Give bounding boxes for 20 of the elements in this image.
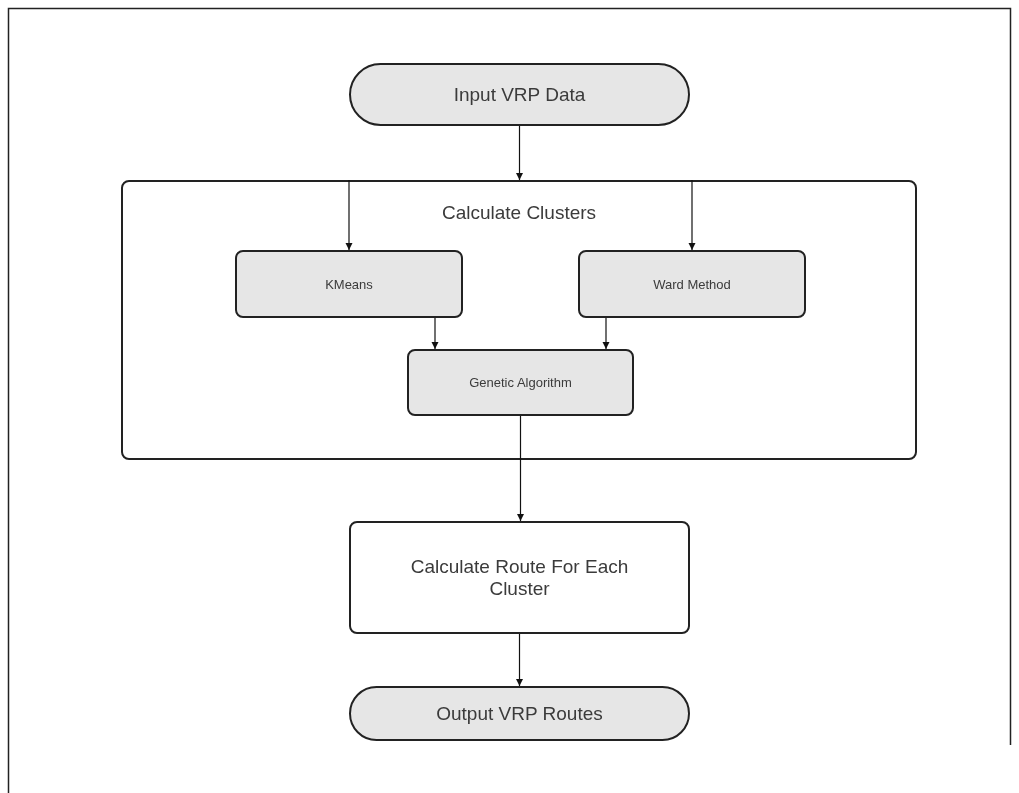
arrow — [516, 125, 523, 181]
arrow — [345, 179, 353, 251]
terminator-pill — [349, 686, 690, 741]
node-label: Ward Method — [653, 276, 731, 292]
process-box — [349, 521, 690, 634]
node-label: Genetic Algorithm — [469, 375, 572, 390]
group-container — [121, 180, 917, 460]
node-label: Output VRP Routes — [436, 702, 603, 725]
arrow — [516, 633, 523, 687]
node-label: Input VRP Data — [453, 83, 586, 106]
arrow — [517, 415, 524, 522]
process-box — [407, 349, 634, 416]
arrow — [602, 317, 610, 350]
arrow — [688, 179, 696, 251]
process-box — [578, 250, 806, 318]
group-title: Calculate Clusters — [441, 202, 597, 224]
node-label: KMeans — [325, 276, 373, 292]
process-box — [235, 250, 463, 318]
arrow — [431, 317, 439, 350]
node-label: Calculate Route For Each Cluster — [409, 555, 630, 600]
